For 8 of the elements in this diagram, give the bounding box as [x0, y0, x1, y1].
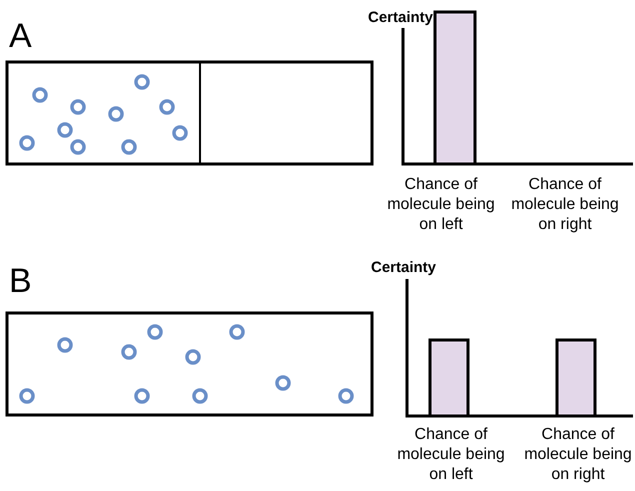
axis-label: Chance of molecule being on right	[511, 175, 619, 235]
axis-label: Chance of molecule being on right	[524, 425, 632, 485]
axis-title: Certainty	[368, 9, 434, 27]
panel-letter: A	[9, 18, 32, 54]
panel-letter: B	[9, 263, 32, 299]
axis-label: Chance of molecule being on left	[397, 425, 505, 485]
axis-label: Chance of molecule being on left	[387, 175, 495, 235]
axis-title: Certainty	[371, 259, 436, 277]
